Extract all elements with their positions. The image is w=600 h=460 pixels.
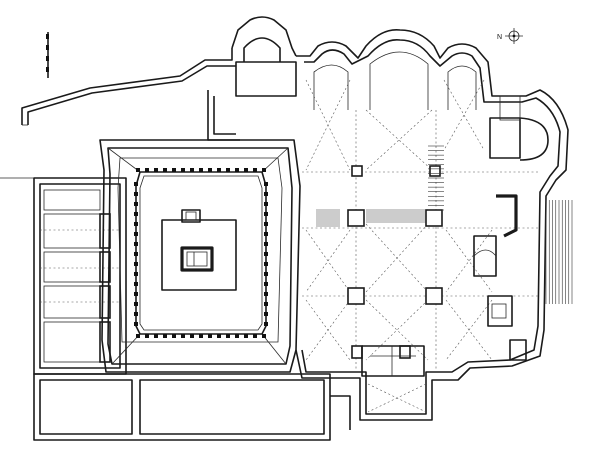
colonnade-column <box>217 334 221 338</box>
colonnade-column <box>244 334 248 338</box>
stair-mid <box>366 209 426 223</box>
colonnade-column <box>264 202 268 206</box>
pier-nw <box>347 209 365 227</box>
colonnade-column <box>134 202 138 206</box>
colonnade-column <box>199 334 203 338</box>
colonnade-column <box>264 262 268 266</box>
colonnade-column <box>136 168 140 172</box>
colonnade-column <box>134 222 138 226</box>
colonnade-column <box>264 242 268 246</box>
column-row-east <box>264 182 268 326</box>
colonnade-column <box>134 252 138 256</box>
colonnade-column <box>134 322 138 326</box>
colonnade-column <box>264 192 268 196</box>
colonnade-column <box>172 334 176 338</box>
colonnade-column <box>134 272 138 276</box>
colonnade-column <box>262 334 266 338</box>
south-range <box>33 373 351 441</box>
colonnade-column <box>134 262 138 266</box>
north-chapel <box>207 16 297 141</box>
colonnade-column <box>134 302 138 306</box>
colonnade-column <box>208 334 212 338</box>
south-porch <box>361 345 425 377</box>
pier-se <box>425 287 443 305</box>
colonnade-column <box>264 182 268 186</box>
colonnade-column <box>264 312 268 316</box>
colonnade-column <box>181 168 185 172</box>
colonnade-column <box>264 282 268 286</box>
colonnade-column <box>217 168 221 172</box>
colonnade-column <box>253 334 257 338</box>
scale-bar <box>46 32 49 78</box>
north-marker: N <box>497 28 523 44</box>
colonnade-column <box>163 334 167 338</box>
colonnade-column <box>264 252 268 256</box>
stair-west <box>316 209 340 227</box>
pier-ne <box>425 209 443 227</box>
colonnade-column <box>253 168 257 172</box>
colonnade-column <box>264 322 268 326</box>
colonnade-column <box>264 222 268 226</box>
colonnade-column <box>262 168 266 172</box>
colonnade-column <box>145 168 149 172</box>
colonnade-column <box>226 168 230 172</box>
vault-lines <box>302 79 540 413</box>
stair-portico <box>545 200 573 304</box>
colonnade-column <box>154 334 158 338</box>
colonnade-column <box>264 272 268 276</box>
colonnade-column <box>235 168 239 172</box>
column-row-south <box>136 334 266 338</box>
courtyard <box>99 139 301 373</box>
colonnade-column <box>134 192 138 196</box>
colonnade-column <box>190 334 194 338</box>
column-row-north <box>136 168 266 172</box>
colonnade-column <box>134 212 138 216</box>
colonnade-column <box>244 168 248 172</box>
outer-precinct-wall <box>0 48 236 179</box>
church-piers <box>347 165 443 359</box>
west-wing <box>33 177 127 375</box>
colonnade-column <box>134 232 138 236</box>
colonnade-column <box>163 168 167 172</box>
fountain <box>161 209 237 291</box>
colonnade-column <box>181 334 185 338</box>
church-outer-wall <box>295 29 569 421</box>
colonnade-column <box>226 334 230 338</box>
colonnade-column <box>154 168 158 172</box>
colonnade-column <box>172 168 176 172</box>
stair-east <box>428 145 444 211</box>
colonnade-column <box>264 292 268 296</box>
colonnade-column <box>134 282 138 286</box>
colonnade-column <box>136 334 140 338</box>
column-row-west <box>134 182 138 326</box>
colonnade-column <box>134 182 138 186</box>
colonnade-column <box>134 292 138 296</box>
colonnade-column <box>134 242 138 246</box>
colonnade-column <box>134 312 138 316</box>
colonnade-column <box>190 168 194 172</box>
compass-rose-icon <box>505 28 523 44</box>
colonnade-columns <box>134 168 268 338</box>
stairs <box>316 145 573 304</box>
sanctuary-details <box>473 95 549 361</box>
colonnade-column <box>264 302 268 306</box>
colonnade-column <box>264 212 268 216</box>
colonnade-column <box>235 334 239 338</box>
colonnade-column <box>208 168 212 172</box>
north-letter: N <box>497 34 502 41</box>
colonnade-column <box>264 232 268 236</box>
colonnade-column <box>199 168 203 172</box>
pier-sw <box>347 287 365 305</box>
colonnade-column <box>145 334 149 338</box>
